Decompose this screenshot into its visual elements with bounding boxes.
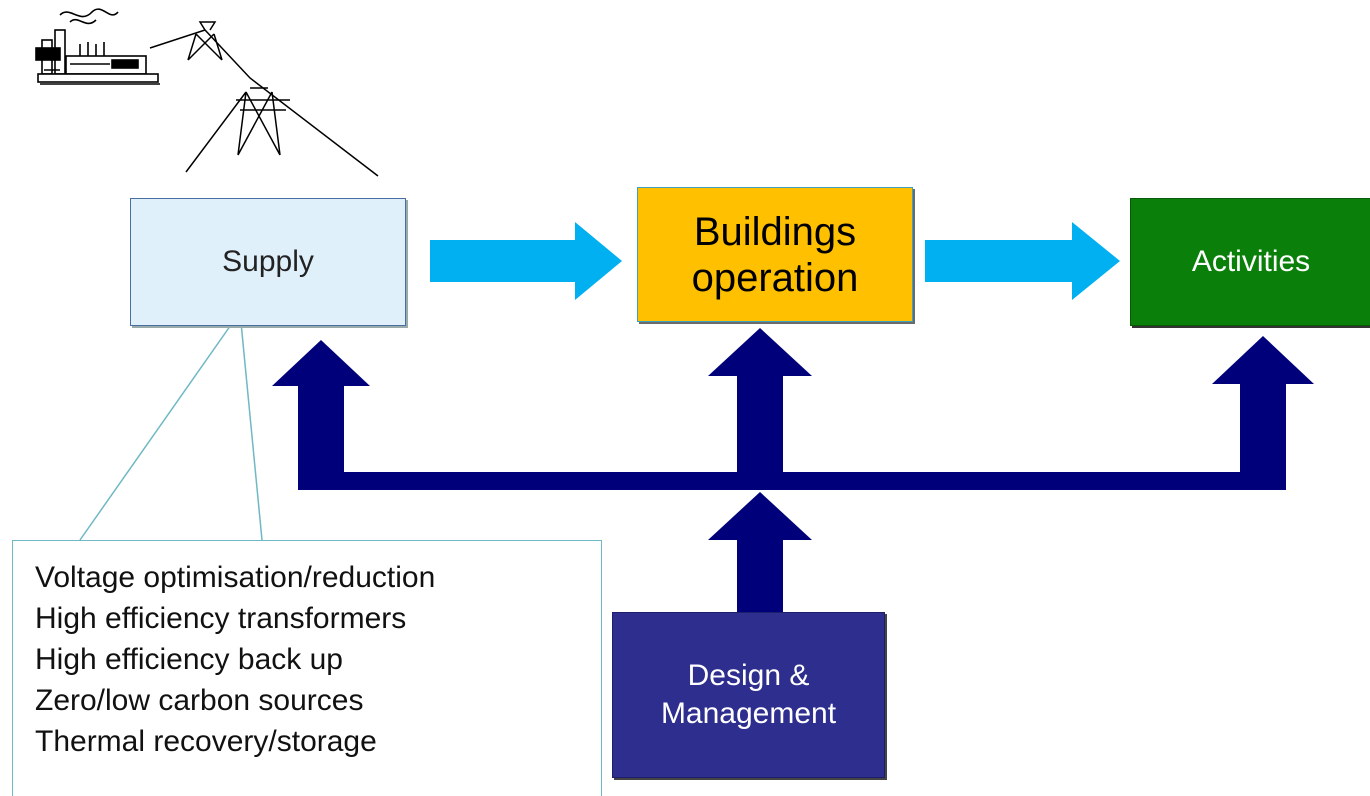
flow-arrow-buildings-to-activities bbox=[925, 222, 1120, 300]
feedback-arrows bbox=[272, 328, 1314, 612]
buildings-operation-box: Buildings operation bbox=[637, 187, 913, 322]
design-management-box: Design & Management bbox=[612, 612, 885, 778]
supply-measure-item: Voltage optimisation/reduction bbox=[35, 561, 436, 594]
design-label-line2: Management bbox=[660, 697, 837, 730]
buildings-label-line1: Buildings bbox=[693, 209, 857, 254]
supply-label: Supply bbox=[222, 245, 314, 278]
design-label-line1: Design & bbox=[687, 659, 810, 692]
activities-box: Activities bbox=[1130, 198, 1370, 326]
power-station-icon bbox=[35, 8, 160, 85]
flow-arrow-supply-to-buildings bbox=[430, 222, 622, 300]
supply-measures-callout: Voltage optimisation/reduction High effi… bbox=[12, 540, 602, 796]
buildings-label-line2: operation bbox=[691, 255, 859, 300]
activities-label: Activities bbox=[1191, 245, 1311, 278]
callout-pointer bbox=[79, 311, 263, 541]
supply-box: Supply bbox=[130, 198, 406, 326]
supply-measure-item: High efficiency transformers bbox=[35, 602, 407, 635]
supply-measure-item: Zero/low carbon sources bbox=[35, 684, 364, 717]
transmission-tower-icon bbox=[149, 21, 379, 177]
supply-measure-item: High efficiency back up bbox=[35, 643, 343, 676]
supply-measure-item: Thermal recovery/storage bbox=[35, 725, 377, 758]
